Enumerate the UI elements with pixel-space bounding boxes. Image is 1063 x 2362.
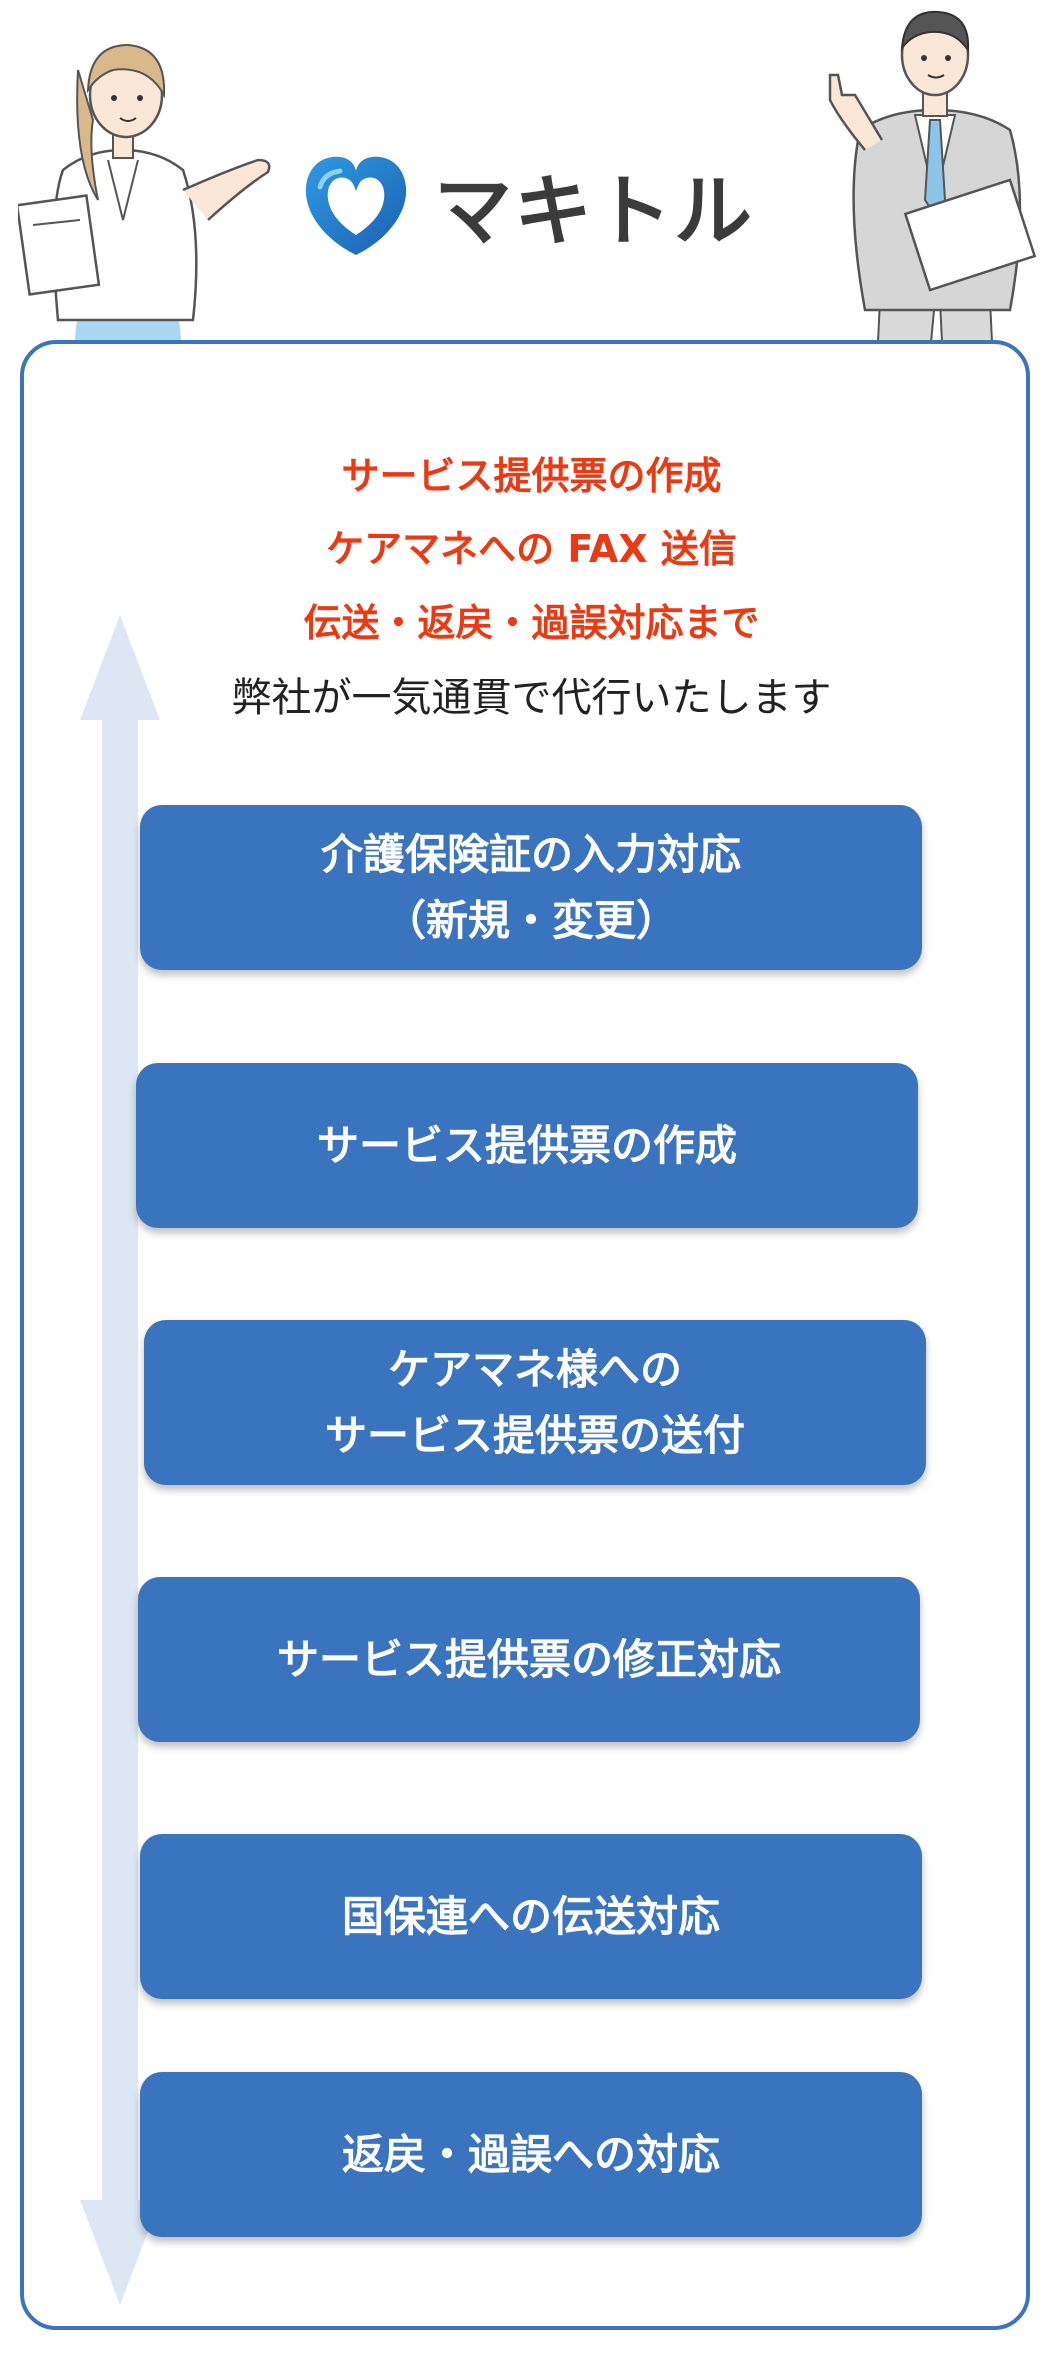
step-correct-service-slip: サービス提供票の修正対応 bbox=[138, 1577, 920, 1742]
step-insurance-card-input: 介護保険証の入力対応 （新規・変更） bbox=[140, 805, 922, 970]
step-transmission: 国保連への伝送対応 bbox=[140, 1834, 922, 1999]
step-create-service-slip: サービス提供票の作成 bbox=[136, 1063, 918, 1228]
headline-line-3: 伝送・返戻・過誤対応まで bbox=[303, 601, 760, 645]
double-arrow-icon bbox=[80, 615, 160, 2305]
brand-name: マキトル bbox=[434, 167, 755, 257]
step-label: サービス提供票の修正対応 bbox=[276, 1634, 781, 1684]
brand-logo: マキトル bbox=[300, 145, 754, 265]
headline-line-1: サービス提供票の作成 bbox=[341, 454, 722, 498]
headline-line-4: 弊社が一気通貫で代行いたします bbox=[231, 675, 832, 721]
step-sublabel: （新規・変更） bbox=[383, 895, 678, 945]
step-label: 国保連への伝送対応 bbox=[341, 1891, 720, 1941]
step-send-service-slip: ケアマネ様への サービス提供票の送付 bbox=[144, 1320, 926, 1485]
heart-logo-icon bbox=[305, 156, 407, 255]
step-sublabel: サービス提供票の送付 bbox=[324, 1410, 745, 1460]
step-label: 介護保険証の入力対応 bbox=[320, 829, 741, 879]
headline-line-2: ケアマネへの FAX 送信 bbox=[326, 527, 737, 571]
step-label: サービス提供票の作成 bbox=[316, 1120, 737, 1170]
step-label: ケアマネ様への bbox=[387, 1344, 682, 1394]
step-returns-corrections: 返戻・過誤への対応 bbox=[140, 2072, 922, 2237]
woman-illustration bbox=[18, 43, 271, 405]
step-label: 返戻・過誤への対応 bbox=[341, 2129, 720, 2179]
